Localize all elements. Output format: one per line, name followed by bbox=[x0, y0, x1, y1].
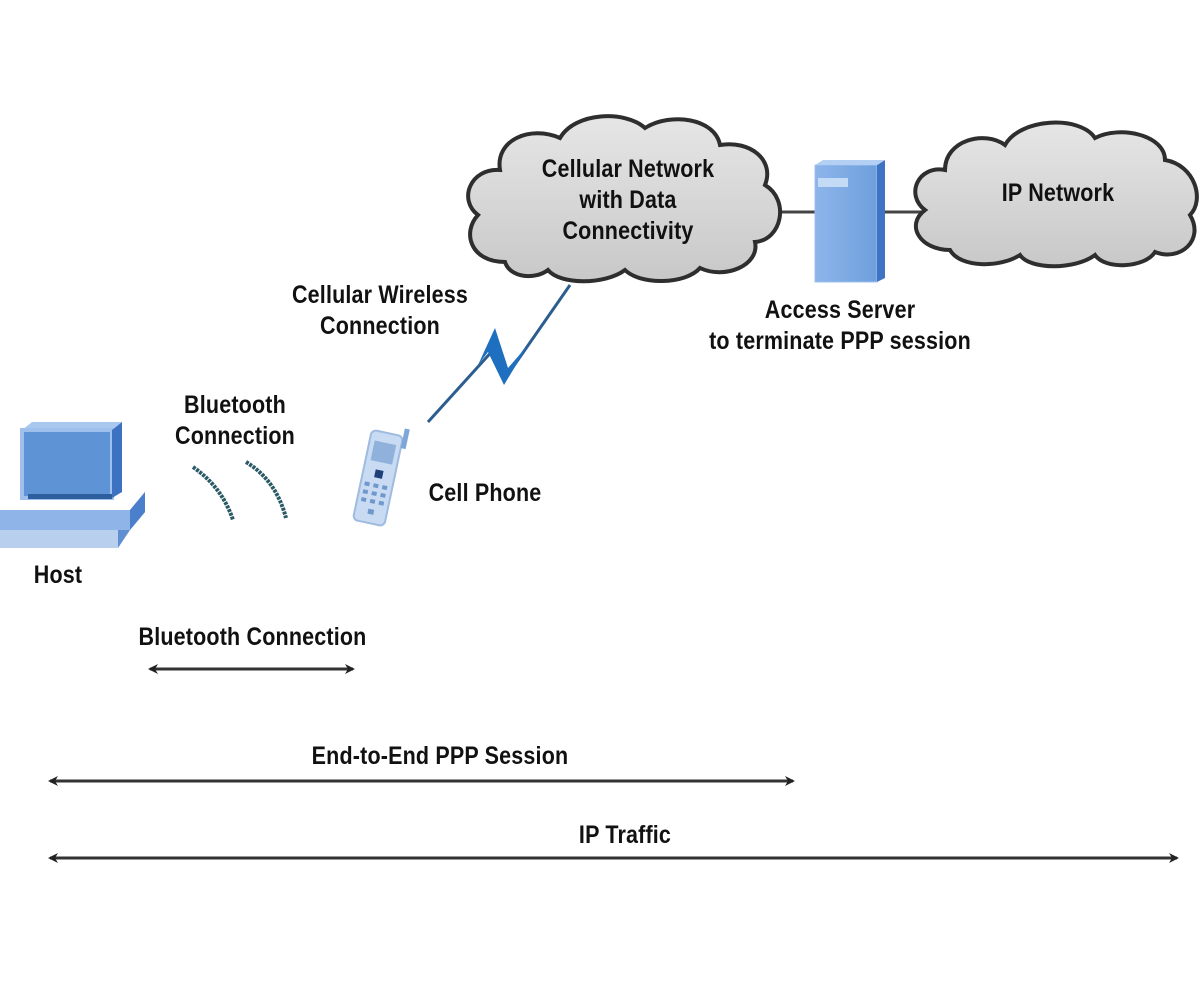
host-label: Host bbox=[33, 561, 83, 589]
cellular-network-label-line-1: Cellular Network bbox=[541, 155, 715, 183]
cellular-wireless-label-line-1: Cellular Wireless bbox=[291, 281, 469, 309]
cellular-wireless-label-line-2: Connection bbox=[320, 312, 440, 340]
cellular-network-cloud-icon bbox=[466, 114, 783, 284]
ip-network-label: IP Network bbox=[1001, 179, 1115, 207]
cellular-network-label-line-3: Connectivity bbox=[562, 217, 694, 245]
access-server-icon bbox=[814, 160, 885, 283]
cellular-network-label: Cellular Network with Data Connectivity bbox=[499, 154, 757, 247]
bluetooth-wireless-label-line-2: Connection bbox=[175, 422, 295, 450]
bluetooth-signal-icon bbox=[191, 460, 288, 521]
ip-traffic-span-label: IP Traffic bbox=[578, 821, 672, 849]
cell-phone-icon bbox=[352, 428, 410, 527]
ip-network-cloud-icon bbox=[913, 120, 1199, 269]
access-server-label-line-2: to terminate PPP session bbox=[709, 327, 971, 355]
lightning-bolt-icon bbox=[426, 284, 572, 424]
bluetooth-span-label: Bluetooth Connection bbox=[138, 623, 367, 651]
cell-phone-label: Cell Phone bbox=[428, 479, 542, 507]
bluetooth-wireless-label-line-1: Bluetooth bbox=[184, 391, 286, 419]
cellular-network-label-line-2: with Data bbox=[579, 186, 677, 214]
bluetooth-wireless-label: Bluetooth Connection bbox=[153, 390, 316, 452]
cellular-wireless-label: Cellular Wireless Connection bbox=[260, 280, 501, 342]
access-server-label-line-1: Access Server bbox=[764, 296, 916, 324]
access-server-label: Access Server to terminate PPP session bbox=[685, 295, 995, 357]
ppp-session-span-label: End-to-End PPP Session bbox=[311, 742, 569, 770]
host-computer-icon bbox=[0, 422, 145, 548]
